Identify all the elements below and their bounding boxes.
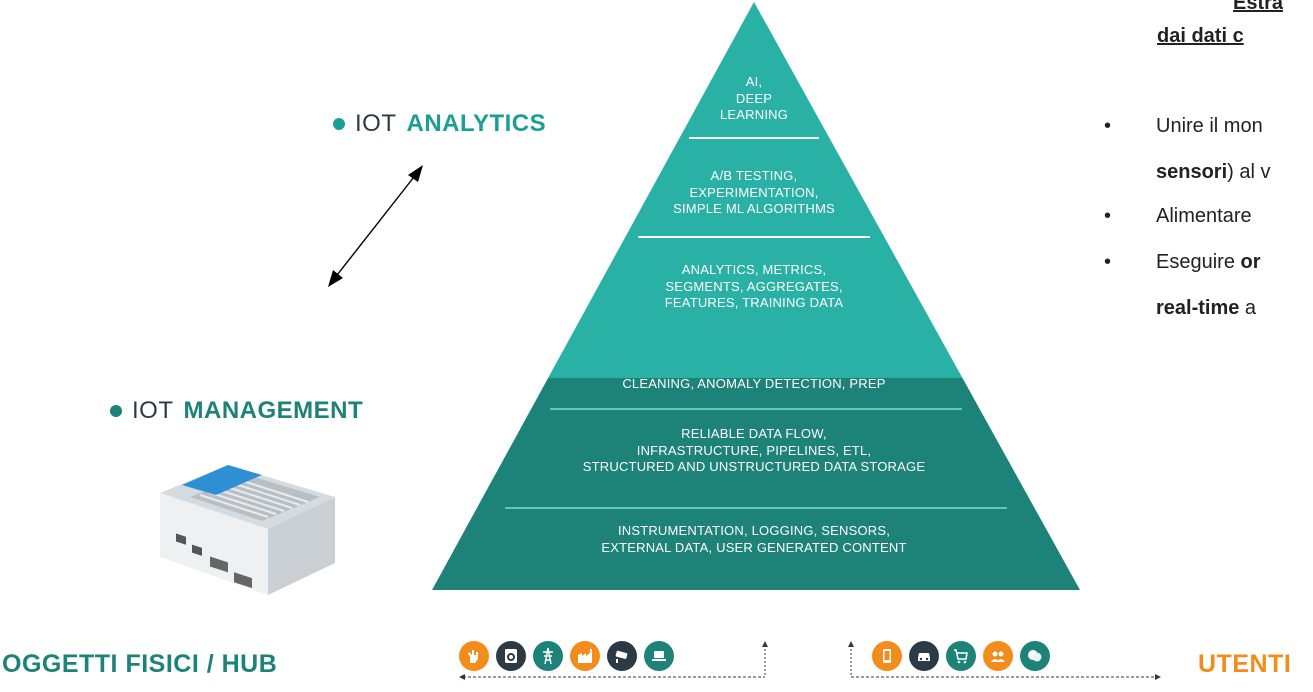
iot-gateway-device (160, 465, 335, 595)
tier-line: SIMPLE ML ALGORITHMS (673, 201, 835, 216)
tier-line: RELIABLE DATA FLOW, (681, 426, 827, 441)
tier-line: SEGMENTS, AGGREGATES, (665, 278, 843, 294)
tier-line: INSTRUMENTATION, LOGGING, SENSORS, (617, 523, 891, 538)
pyramid-divider (550, 408, 962, 410)
factory-icon (570, 641, 600, 671)
bullet1-rest: ) al v (1227, 161, 1271, 183)
users-title: UTENTI (1198, 650, 1292, 678)
tier-line: ANALYTICS, METRICS, (681, 262, 827, 277)
tier-line: CLEANING, ANOMALY DETECTION, PREP (622, 376, 886, 391)
bullet3-bold: or (1240, 251, 1261, 273)
power-tower-icon (533, 641, 563, 671)
tier-line: INFRASTRUCTURE, PIPELINES, ETL, (636, 442, 872, 458)
users-connector (848, 641, 1161, 680)
pyramid-divider (689, 137, 819, 139)
data-pyramid: AI, DEEP LEARNING A/B TESTING, EXPERIMEN… (432, 0, 1080, 590)
tier-line: EXPERIMENTATION, (689, 184, 819, 200)
bullet3-rest: a (1239, 297, 1257, 319)
tier-line: STRUCTURED AND UNSTRUCTURED DATA STORAGE (582, 459, 926, 474)
bullet-dot-icon (333, 118, 345, 130)
pyramid-shape (432, 2, 1080, 590)
iot-analytics-emphasis: ANALYTICS (406, 110, 547, 137)
tier-line: AI, (745, 74, 763, 89)
physical-objects-title: OGGETTI FISICI / HUB (2, 650, 278, 678)
objects-connector (459, 641, 768, 680)
pyramid-divider (638, 236, 870, 238)
people-icon (983, 641, 1013, 671)
pyramid-tier-analytics: ANALYTICS, METRICS, SEGMENTS, AGGREGATES… (584, 262, 924, 312)
right-heading-line1: Estra (1233, 0, 1284, 14)
iot-analytics-prefix: IOT (355, 110, 397, 137)
iot-analytics-label: IOT ANALYTICS (333, 110, 546, 138)
hand-icon (459, 641, 489, 671)
washing-machine-icon (496, 641, 526, 671)
tier-line: EXTERNAL DATA, USER GENERATED CONTENT (601, 539, 907, 555)
bullet3-bold2: real-time (1156, 297, 1240, 319)
tier-line: A/B TESTING, (710, 168, 798, 183)
pyramid-tier-instrumentation: INSTRUMENTATION, LOGGING, SENSORS, EXTER… (494, 523, 1014, 556)
iot-management-emphasis: MANAGEMENT (183, 397, 364, 424)
tier-line: FEATURES, TRAINING DATA (664, 295, 844, 310)
bullet-dot-icon (110, 405, 122, 417)
car-icon (909, 641, 939, 671)
double-arrow-icon (328, 165, 423, 287)
pyramid-tier-ai: AI, DEEP LEARNING (654, 74, 854, 124)
bullet1-line2: sensori) al v (1156, 161, 1271, 184)
tier-line: LEARNING (719, 107, 789, 122)
iot-management-prefix: IOT (132, 397, 174, 424)
shopping-cart-icon (946, 641, 976, 671)
bullet1-bold: sensori (1156, 161, 1228, 183)
right-heading-line2: dai dati c (1157, 25, 1244, 47)
pyramid-tier-cleaning: CLEANING, ANOMALY DETECTION, PREP (554, 376, 954, 393)
bullet1-line1: Unire il mon (1156, 115, 1263, 137)
security-camera-icon (607, 641, 637, 671)
bullet3-text: Eseguire (1156, 251, 1241, 273)
bullet3-line1: Eseguire or (1156, 251, 1261, 274)
bullet-marker: • (1104, 115, 1112, 137)
smartphone-icon (872, 641, 902, 671)
chat-icon (1020, 641, 1050, 671)
bullet3-line2: real-time a (1156, 297, 1256, 320)
bullet2-line1: Alimentare (1156, 205, 1252, 227)
right-text-panel: Estra dai dati c • Unire il mon sensori)… (1100, 0, 1313, 400)
pyramid-tier-data-flow: RELIABLE DATA FLOW, INFRASTRUCTURE, PIPE… (514, 426, 994, 476)
pyramid-tier-experimentation: A/B TESTING, EXPERIMENTATION, SIMPLE ML … (604, 168, 904, 218)
bullet-marker: • (1104, 251, 1112, 273)
bullet-marker: • (1104, 205, 1112, 227)
laptop-icon (644, 641, 674, 671)
iot-management-label: IOT MANAGEMENT (110, 397, 363, 425)
pyramid-divider (505, 507, 1007, 509)
tier-line: DEEP (735, 90, 773, 106)
